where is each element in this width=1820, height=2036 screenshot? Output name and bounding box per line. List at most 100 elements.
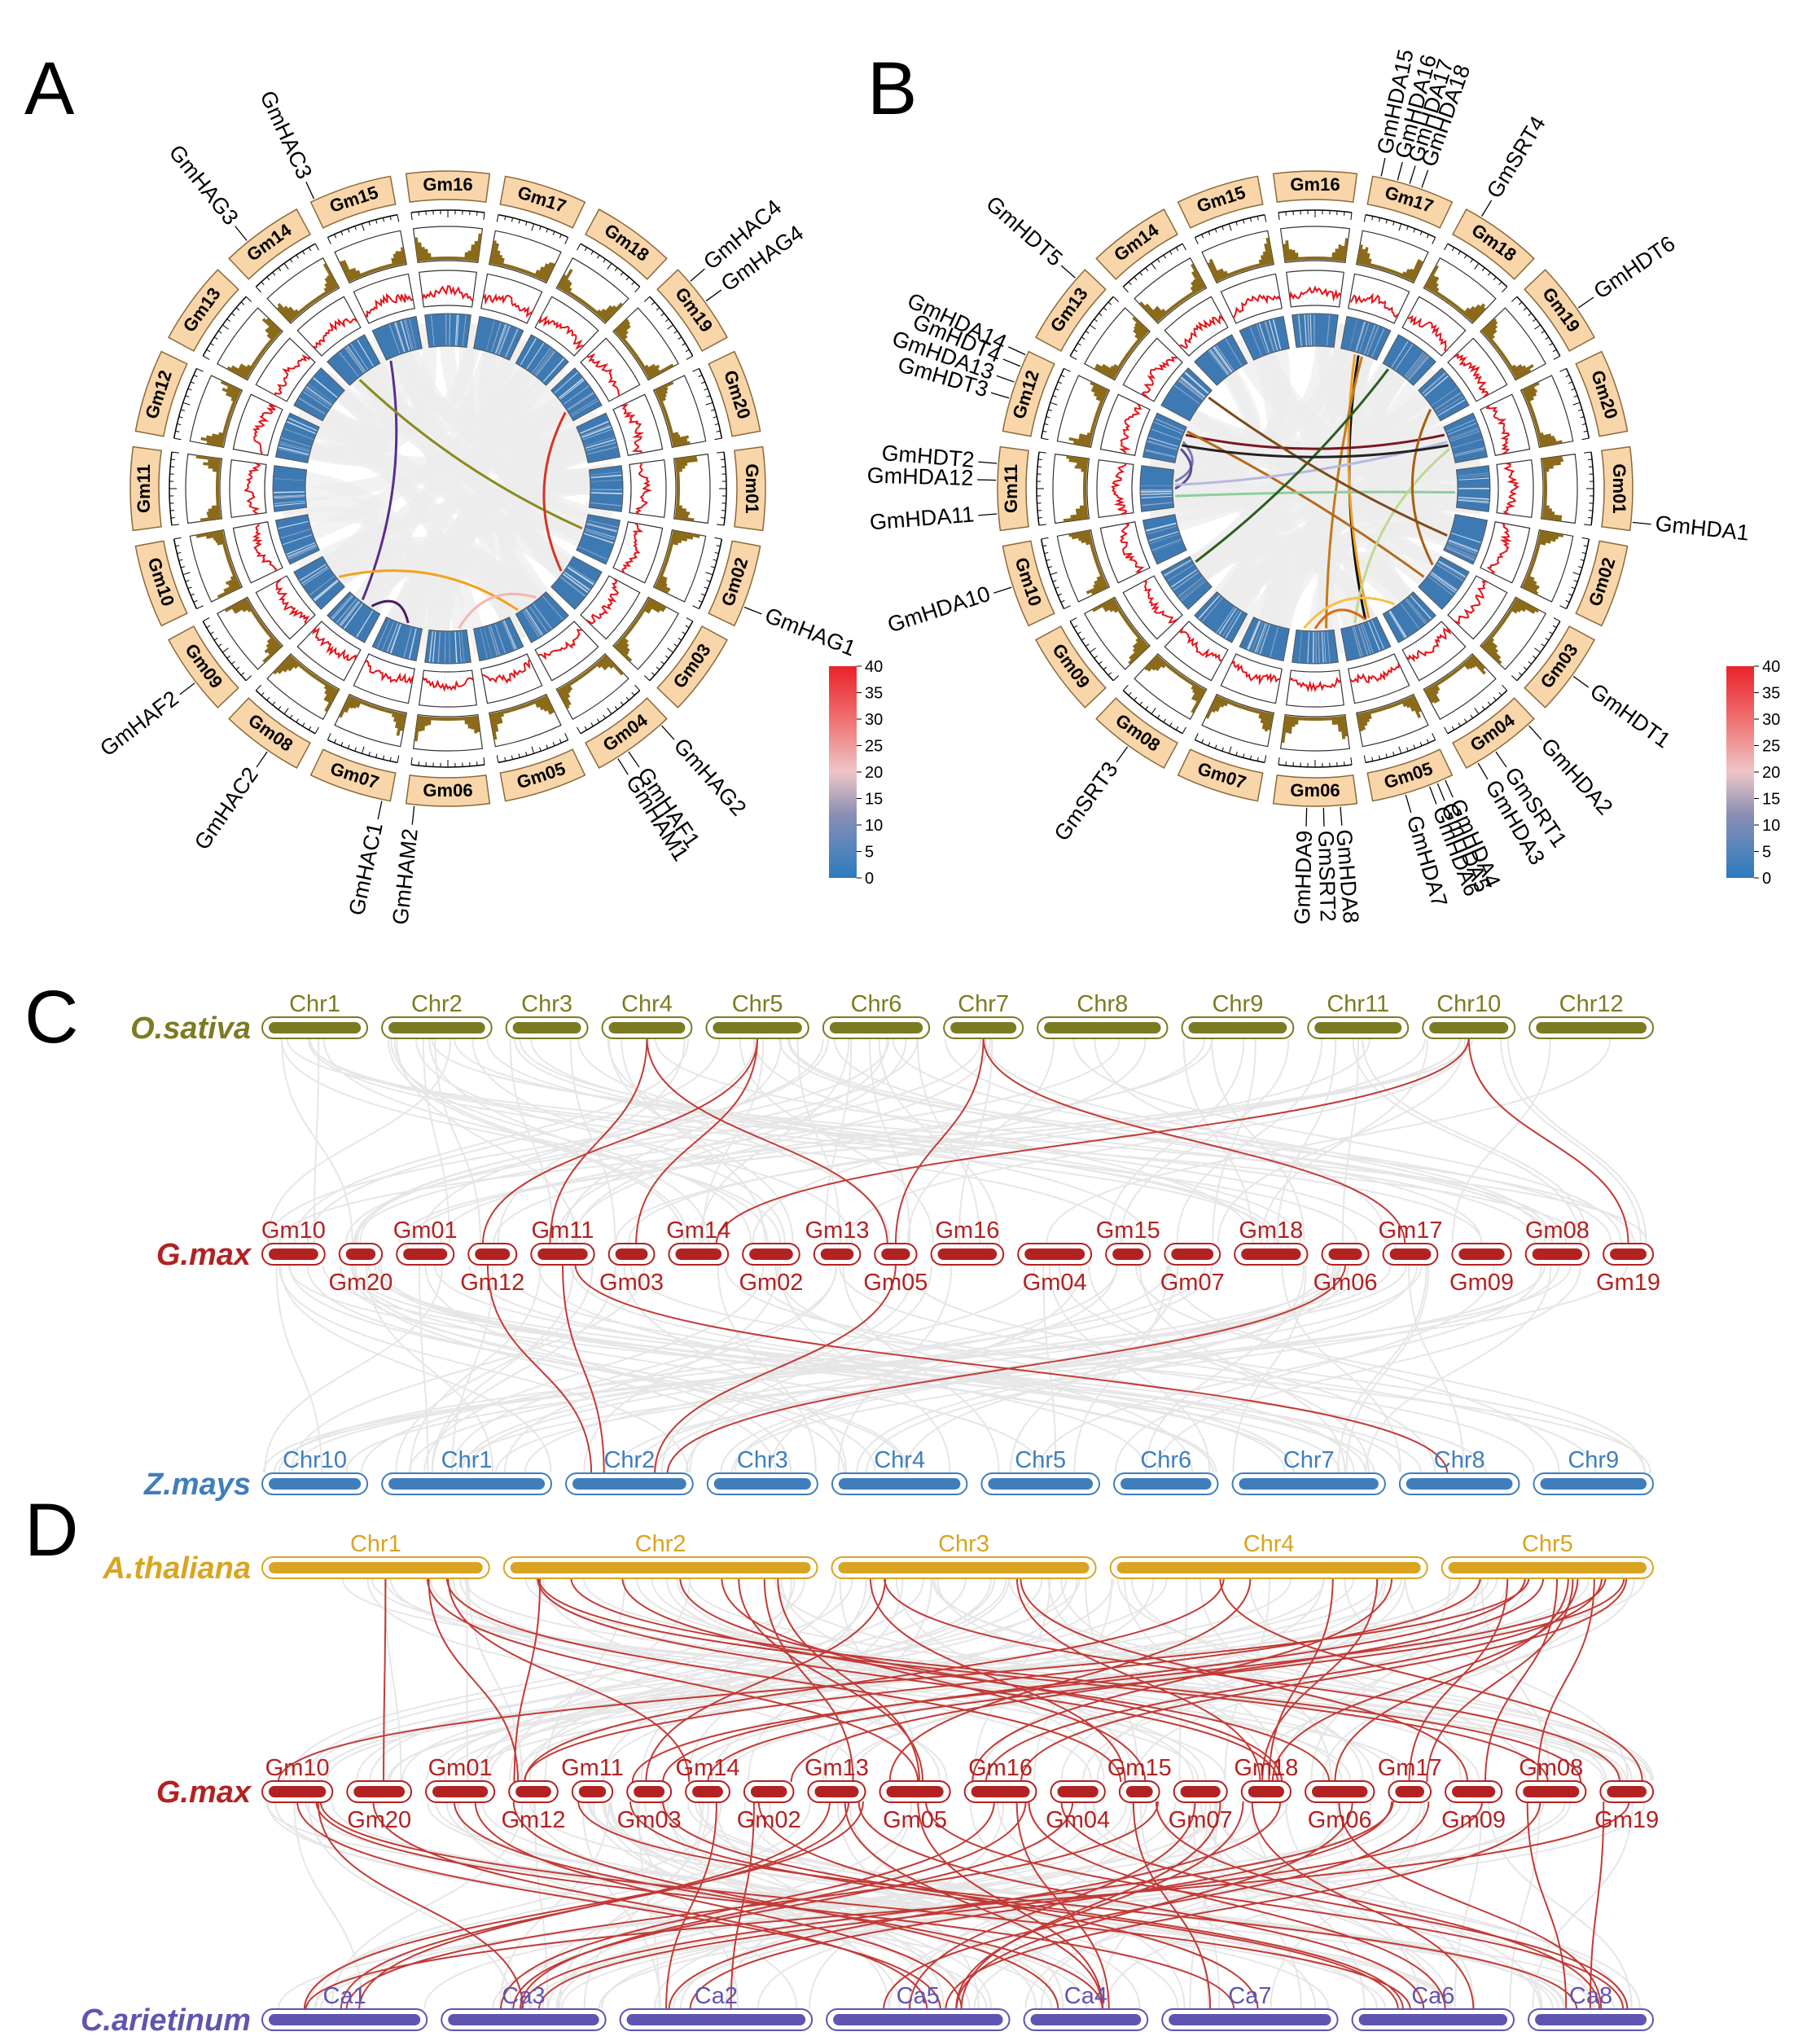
tick-mark bbox=[1565, 599, 1570, 603]
tick-mark bbox=[261, 281, 265, 286]
chromosome-label-box bbox=[1575, 350, 1629, 437]
tick-mark bbox=[1344, 761, 1345, 766]
heatmap-track bbox=[576, 514, 621, 565]
heatmap-cell bbox=[1352, 626, 1362, 657]
karyotype-bar bbox=[675, 1248, 722, 1260]
chromosome-gm19: Gm19 bbox=[550, 269, 728, 422]
ortholog-link bbox=[909, 1801, 1196, 2011]
chromosome-label: Chr4 bbox=[621, 991, 673, 1017]
scale-tick-label: 20 bbox=[865, 764, 883, 782]
chromosome-label-box bbox=[1524, 269, 1595, 352]
heatmap-track bbox=[424, 313, 471, 349]
chromosome-gm08: Gm08 bbox=[228, 591, 381, 769]
background-link bbox=[856, 1265, 1349, 1473]
tick-mark bbox=[1163, 718, 1167, 723]
heatmap-cell bbox=[303, 391, 329, 410]
chromosome-label: Ca4 bbox=[1064, 1983, 1107, 2009]
tick-mark bbox=[714, 537, 722, 540]
tick-mark bbox=[1044, 423, 1049, 426]
tick-mark bbox=[1413, 744, 1416, 749]
tick-mark bbox=[1060, 375, 1065, 378]
tick-mark bbox=[1493, 276, 1497, 281]
heatmap-cell bbox=[339, 352, 359, 377]
gene-label-leader bbox=[996, 375, 1015, 383]
heatmap-cell bbox=[1437, 562, 1465, 579]
tick-mark bbox=[213, 336, 218, 340]
heatmap-cell bbox=[287, 545, 317, 558]
heatmap-cell bbox=[524, 609, 542, 637]
background-link bbox=[1285, 1802, 1422, 2009]
heatmap-cell bbox=[1362, 623, 1374, 653]
background-link bbox=[664, 1802, 1037, 2009]
chromosome-gm13: Gm13 bbox=[1035, 269, 1213, 422]
chromosome-label-box bbox=[1002, 540, 1055, 627]
tick-mark bbox=[302, 722, 305, 726]
tick-mark bbox=[334, 739, 337, 744]
panel-letter-d: D bbox=[24, 1489, 78, 1572]
chromosome-label-box bbox=[168, 269, 239, 352]
tick-mark bbox=[1099, 660, 1103, 665]
heatmap-cell bbox=[1180, 377, 1205, 398]
gene-label-leader bbox=[1405, 794, 1412, 814]
tick-mark bbox=[1498, 691, 1502, 696]
heatmap-cell bbox=[1422, 372, 1446, 394]
background-link bbox=[1046, 1038, 1612, 1244]
background-link bbox=[431, 1265, 575, 1473]
heatmap-cell bbox=[567, 567, 594, 586]
tick-ruler bbox=[255, 243, 316, 287]
gc-content-line bbox=[1485, 405, 1510, 455]
tick-mark bbox=[607, 708, 612, 714]
heatmap-cell bbox=[582, 428, 612, 441]
gene-density-bars bbox=[195, 454, 221, 522]
background-link bbox=[359, 1038, 824, 1244]
heatmap-cell bbox=[444, 631, 446, 663]
tick-mark bbox=[504, 757, 507, 761]
tick-mark bbox=[1518, 672, 1523, 676]
background-link bbox=[1058, 1265, 1436, 1473]
tick-mark bbox=[1533, 318, 1537, 323]
tick-mark bbox=[1221, 747, 1224, 752]
tick-mark bbox=[678, 336, 682, 340]
ortholog-link bbox=[512, 1801, 1074, 2011]
tick-mark bbox=[625, 276, 629, 281]
tick-mark bbox=[1432, 237, 1436, 244]
background-link bbox=[467, 1578, 524, 1781]
heatmap-cell bbox=[393, 323, 405, 353]
gene-label-leader bbox=[1495, 751, 1507, 768]
tick-mark bbox=[1559, 605, 1567, 610]
heatmap-cell bbox=[309, 576, 335, 596]
tick-mark bbox=[721, 517, 726, 519]
karyotype-bar bbox=[608, 1022, 686, 1033]
tick-mark bbox=[340, 742, 344, 747]
heatmap-cell bbox=[1449, 428, 1480, 441]
gene-density-bars bbox=[489, 239, 555, 283]
tick-mark bbox=[673, 330, 678, 334]
chromosome-label: Ca1 bbox=[323, 1983, 366, 2009]
tick-mark bbox=[518, 753, 520, 758]
heatmap-cell bbox=[558, 378, 584, 399]
background-link bbox=[422, 1038, 450, 1244]
background-link bbox=[530, 1038, 1302, 1244]
chromosome-label-box bbox=[405, 774, 491, 807]
chromosome-label: Ca7 bbox=[1228, 1983, 1271, 2009]
chromosome-gm03: Gm03 bbox=[1418, 555, 1595, 709]
heatmap-cell bbox=[301, 566, 328, 584]
gene-density-track bbox=[217, 307, 283, 381]
tick-mark bbox=[1085, 643, 1090, 647]
karyotype-bar bbox=[1536, 1022, 1647, 1033]
heatmap-cell bbox=[1202, 597, 1223, 622]
scale-tick-label: 5 bbox=[865, 844, 874, 862]
gene-density-bars bbox=[489, 695, 555, 740]
background-link bbox=[300, 397, 588, 592]
heatmap-cell bbox=[1151, 538, 1182, 551]
tick-mark bbox=[1090, 647, 1096, 653]
tick-ruler bbox=[1195, 213, 1265, 239]
heatmap-cell bbox=[1446, 544, 1476, 558]
chromosome-label-box bbox=[585, 697, 668, 769]
tick-mark bbox=[210, 343, 214, 346]
gene-density-track bbox=[612, 596, 679, 670]
background-link bbox=[350, 1265, 777, 1473]
heatmap-cell bbox=[498, 325, 511, 355]
background-link bbox=[425, 1578, 1168, 1781]
